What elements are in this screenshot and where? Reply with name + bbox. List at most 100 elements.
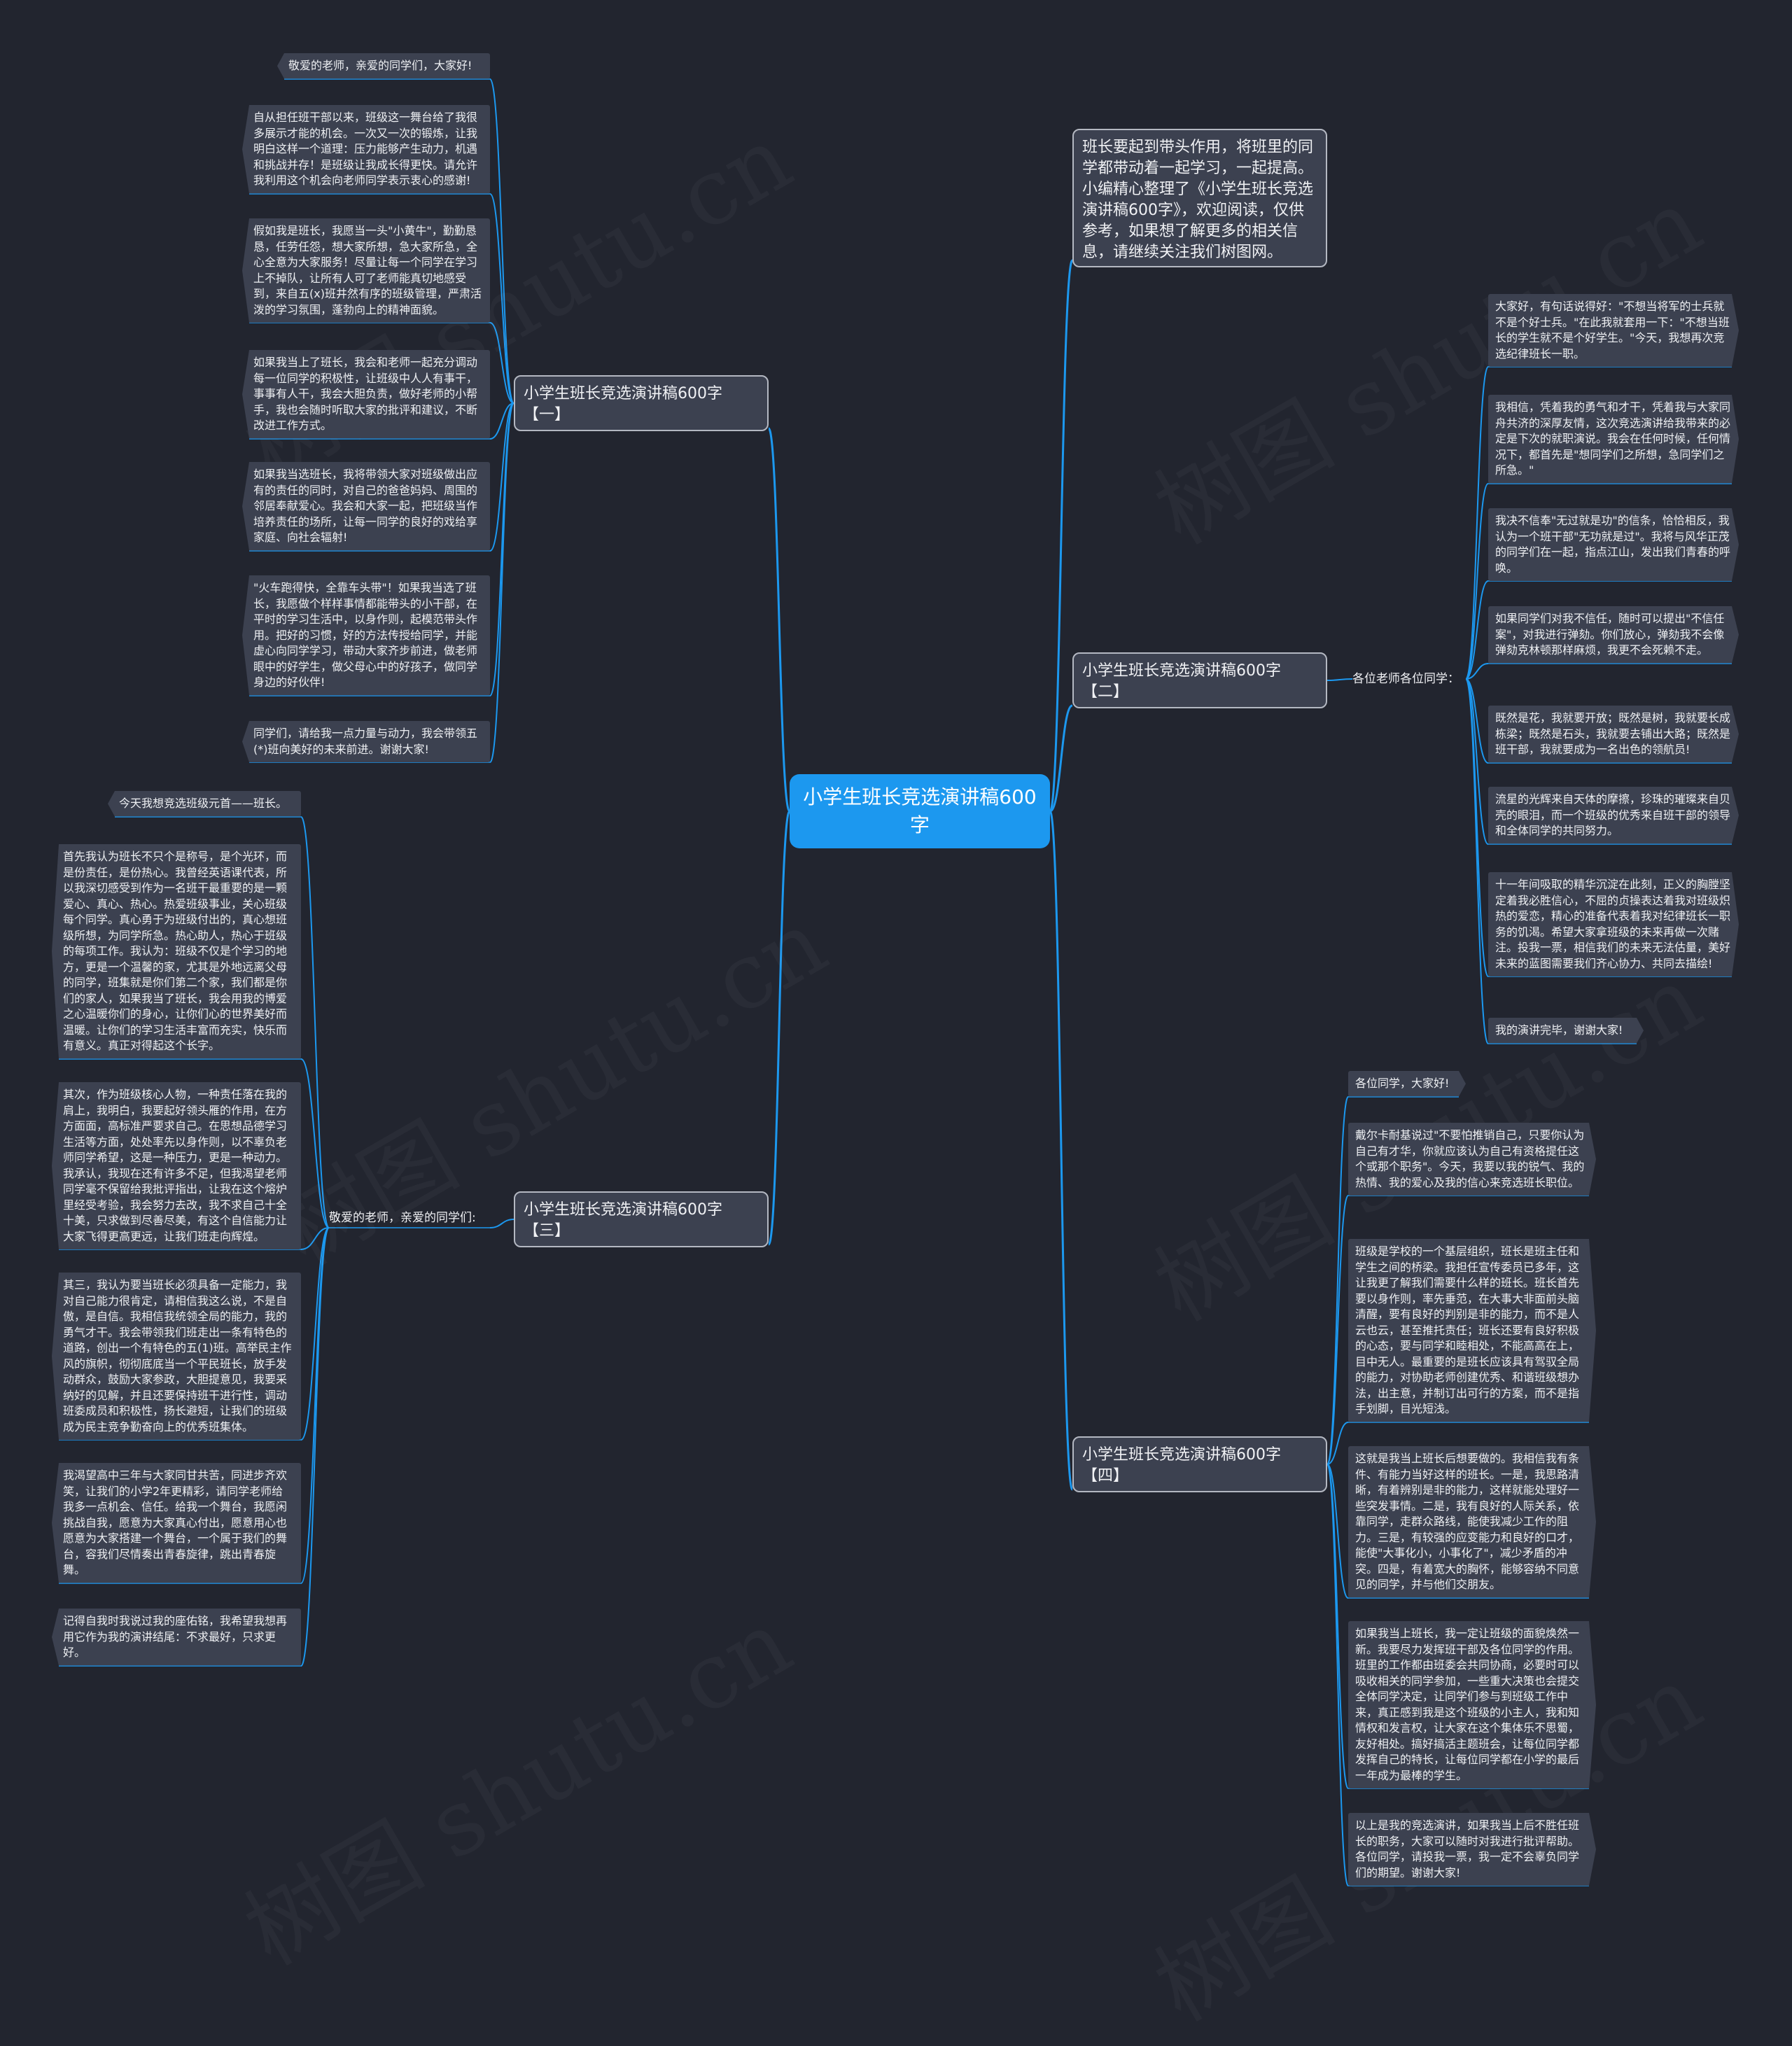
branch-four-title-text: 小学生班长竞选演讲稿600字【四】 [1082,1446,1281,1485]
branch-one-item[interactable]: 如果我当上了班长，我会和老师一起充分调动每一位同学的积极性，让班级中人人有事干，… [242,350,490,439]
item-text: 自从担任班干部以来，班级这一舞台给了我很多展示才能的机会。一次又一次的锻炼，让我… [253,111,478,187]
item-text: 如果我当选班长，我将带领大家对班级做出应有的责任的同时，对自己的爸爸妈妈、周围的… [253,468,478,544]
item-text: 如果我当上了班长，我会和老师一起充分调动每一位同学的积极性，让班级中人人有事干，… [253,356,478,432]
connector [767,810,791,1246]
branch-four-item[interactable]: 这就是我当上班长后想要做的。我相信我有条件、有能力当好这样的班长。一是，我思路清… [1348,1446,1596,1598]
branch-two-item[interactable]: 如果同学们对我不信任，随时可以提出"不信任案"，对我进行弹劾。你们放心，弹劾我不… [1488,606,1739,664]
connector [1326,1464,1349,1599]
item-text: 我的演讲完毕，谢谢大家! [1495,1023,1623,1037]
branch-two-item[interactable]: 我决不信奉"无过就是功"的信条，恰恰相反，我认为一个班干部"无功就是过"。我将与… [1488,508,1739,581]
item-text: 如果我当上班长，我一定让班级的面貌焕然一新。我要尽力发挥班干部及各位同学的作用。… [1355,1627,1580,1782]
connector [767,427,791,813]
branch-four-item[interactable]: 戴尔卡耐基说过"不要怕推销自己，只要你认为自己有才华，你就应该认为自己有资格提任… [1348,1123,1596,1196]
branch-two-item[interactable]: 我的演讲完毕，谢谢大家! [1488,1018,1644,1044]
connector [489,402,514,552]
item-text: 既然是花，我就要开放；既然是树，我就要长成栋梁；既然是石头，我就要去铺出大路；既… [1495,711,1731,756]
branch-one-item[interactable]: 假如我是班长，我愿当一头"小黄牛"，勤勤恳恳，任劳任怨，想大家所想，急大家所急，… [242,218,490,323]
branch-four-title[interactable]: 小学生班长竞选演讲稿600字【四】 [1072,1436,1327,1492]
branch-three-item[interactable]: 记得自我时我说过我的座佑铭，我希望我想再用它作为我的演讲结尾：不求最好，只求更好… [52,1609,301,1666]
branch-one-item[interactable]: 自从担任班干部以来，班级这一舞台给了我很多展示才能的机会。一次又一次的锻炼，让我… [242,105,490,194]
branch-two-title[interactable]: 小学生班长竞选演讲稿600字【二】 [1072,652,1327,708]
branch-three-item[interactable]: 其三，我认为要当班长必须具备一定能力，我对自己能力很肯定，请相信我这么说，不是自… [52,1273,301,1440]
branch-one-item[interactable]: "火车跑得快，全靠车头带"！如果我当选了班长，我愿做个样样事情都能带头的小干部，… [242,575,490,696]
connector [300,816,330,1228]
branch-three-title[interactable]: 小学生班长竞选演讲稿600字【三】 [514,1191,769,1247]
intro-node[interactable]: 班长要起到带头作用，将班里的同学都带动着一起学习，一起提高。小编精心整理了《小学… [1072,129,1327,267]
item-text: 班级是学校的一个基层组织，班长是班主任和学生之间的桥梁。我担任宣传委员已多年，这… [1355,1245,1580,1415]
item-text: 假如我是班长，我愿当一头"小黄牛"，勤勤恳恳，任劳任怨，想大家所想，急大家所急，… [253,224,482,316]
branch-four-item[interactable]: 班级是学校的一个基层组织，班长是班主任和学生之间的桥梁。我担任宣传委员已多年，这… [1348,1239,1596,1422]
connector [1326,1195,1349,1465]
connector [1049,259,1074,813]
item-text: "火车跑得快，全靠车头带"！如果我当选了班长，我愿做个样样事情都能带头的小干部，… [253,581,478,689]
item-text: 如果同学们对我不信任，随时可以提出"不信任案"，对我进行弹劾。你们放心，弹劾我不… [1495,612,1725,657]
connector [1465,678,1489,764]
branch-two-item[interactable]: 流星的光辉来自天体的摩擦，珍珠的璀璨来自贝壳的眼泪，而一个班级的优秀来自班干部的… [1488,787,1739,844]
connector [1326,1096,1349,1465]
branch-two-item[interactable]: 大家好，有句话说得好："不想当将军的士兵就不是个好士兵。"在此我就套用一下："不… [1488,294,1739,367]
item-text: 我渴望高中三年与大家同甘共苦，同进步齐欢笑，让我们的小学2年更精彩，请同学老师给… [63,1469,288,1576]
branch-three-item[interactable]: 今天我想竞选班级元首——班长。 [108,791,301,817]
connector [1465,678,1489,845]
branch-four-item[interactable]: 各位同学，大家好! [1348,1071,1466,1097]
item-text: 我相信，凭着我的勇气和才干，凭着我与大家同舟共济的深厚友情，这次竞选演讲给我带来… [1495,400,1731,477]
branch-three-title-text: 小学生班长竞选演讲稿600字【三】 [524,1201,722,1240]
connector [1049,704,1073,813]
branch-one-item[interactable]: 如果我当选班长，我将带领大家对班级做出应有的责任的同时，对自己的爸爸妈妈、周围的… [242,462,490,551]
branch-one-title-text: 小学生班长竞选演讲稿600字【一】 [524,385,722,423]
item-text: 记得自我时我说过我的座佑铭，我希望我想再用它作为我的演讲结尾：不求最好，只求更好… [63,1614,288,1659]
branch-four-item[interactable]: 如果我当上班长，我一定让班级的面貌焕然一新。我要尽力发挥班干部及各位同学的作用。… [1348,1621,1596,1788]
item-text: 首先我认为班长不只个是称号，是个光环，而是份责任，是份热心。我曾经英语课代表，所… [63,850,288,1052]
connector [1049,810,1074,1491]
branch-one-title[interactable]: 小学生班长竞选演讲稿600字【一】 [514,375,769,431]
item-text: 今天我想竞选班级元首——班长。 [119,797,288,810]
connector [1326,1464,1349,1789]
connector [300,1227,330,1667]
connector [1326,678,1353,681]
branch-three-item[interactable]: 首先我认为班长不只个是称号，是个光环，而是份责任，是份热心。我曾经英语课代表，所… [52,844,301,1059]
branch-two-item[interactable]: 我相信，凭着我的勇气和才干，凭着我与大家同舟共济的深厚友情，这次竞选演讲给我带来… [1488,395,1739,484]
item-text: 十一年间吸取的精华沉淀在此刻，正义的胸膛坚定着我必胜信心，不屈的贞操表达着我对班… [1495,878,1731,970]
connector [489,1219,514,1228]
item-text: 其三，我认为要当班长必须具备一定能力，我对自己能力很肯定，请相信我这么说，不是自… [63,1278,292,1434]
branch-three-item[interactable]: 我渴望高中三年与大家同甘共苦，同进步齐欢笑，让我们的小学2年更精彩，请同学老师给… [52,1463,301,1583]
branch-two-item[interactable]: 既然是花，我就要开放；既然是树，我就要长成栋梁；既然是石头，我就要去铺出大路；既… [1488,706,1739,763]
connector [489,78,514,404]
connector [489,402,514,763]
center-topic-text: 小学生班长竞选演讲稿600字 [803,785,1037,836]
branch-three-item[interactable]: 其次，作为班级核心人物，一种责任落在我的肩上，我明白，我要起好领头雁的作用，在方… [52,1082,301,1249]
connector-lines [59,78,1732,1886]
connector [1465,580,1489,680]
branch-one-item[interactable]: 敬爱的老师，亲爱的同学们，大家好! [277,53,490,79]
item-text: 各位同学，大家好! [1355,1077,1450,1090]
connector [300,1227,330,1584]
connector [300,1227,330,1441]
center-topic[interactable]: 小学生班长竞选演讲稿600字 [790,774,1050,848]
item-text: 敬爱的老师，亲爱的同学们，大家好! [288,59,472,72]
connector [1465,663,1489,680]
item-text: 戴尔卡耐基说过"不要怕推销自己，只要你认为自己有才华，你就应该认为自己有资格提任… [1355,1128,1585,1189]
branch-two-greeting[interactable]: 各位老师各位同学： [1352,671,1464,687]
branch-two-title-text: 小学生班长竞选演讲稿600字【二】 [1082,662,1281,701]
item-text: 其次，作为班级核心人物，一种责任落在我的肩上，我明白，我要起好领头雁的作用，在方… [63,1088,288,1243]
connector [1326,1464,1349,1886]
item-text: 以上是我的竞选演讲，如果我当上后不胜任班长的职务，大家可以随时对我进行批评帮助。… [1355,1819,1580,1879]
connector [1465,366,1489,680]
branch-one-item[interactable]: 同学们，请给我一点力量与动力，我会带领五(*)班向美好的未来前进。谢谢大家! [242,721,490,762]
branch-three-greeting-text: 敬爱的老师，亲爱的同学们: [329,1211,476,1225]
branch-two-item[interactable]: 十一年间吸取的精华沉淀在此刻，正义的胸膛坚定着我必胜信心，不屈的贞操表达着我对班… [1488,872,1739,976]
connector [489,402,514,696]
branch-three-greeting[interactable]: 敬爱的老师，亲爱的同学们: [329,1210,490,1226]
item-text: 同学们，请给我一点力量与动力，我会带领五(*)班向美好的未来前进。谢谢大家! [253,727,478,756]
branch-four-item[interactable]: 以上是我的竞选演讲，如果我当上后不胜任班长的职务，大家可以随时对我进行批评帮助。… [1348,1813,1596,1886]
connector [489,193,514,404]
item-text: 流星的光辉来自天体的摩擦，珍珠的璀璨来自贝壳的眼泪，而一个班级的优秀来自班干部的… [1495,792,1731,837]
connector [300,1227,330,1250]
item-text: 这就是我当上班长后想要做的。我相信我有条件、有能力当好这样的班长。一是，我思路清… [1355,1452,1580,1591]
connector [489,402,514,440]
item-text: 大家好，有句话说得好："不想当将军的士兵就不是个好士兵。"在此我就套用一下："不… [1495,300,1730,360]
connector [1465,483,1489,680]
connector [1465,678,1489,1044]
connector [1326,1422,1349,1465]
connector [300,1058,330,1228]
